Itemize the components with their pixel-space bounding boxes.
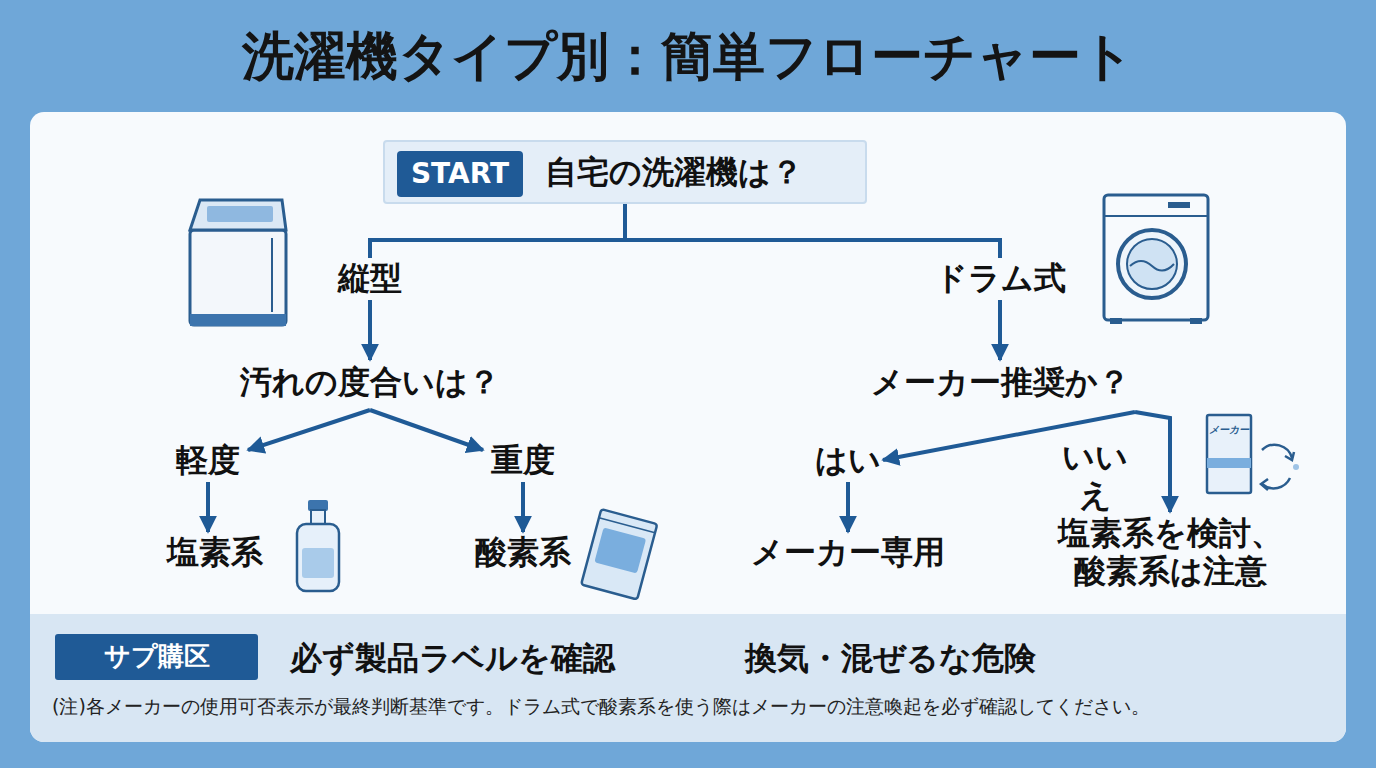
node-text: メーカー推奨か？ xyxy=(871,363,1130,401)
washer-foot xyxy=(1110,318,1122,324)
control-panel xyxy=(1168,202,1190,208)
node-text: サプ購区 xyxy=(104,641,210,672)
product-box xyxy=(1207,415,1251,493)
maker-product-icon xyxy=(1207,415,1299,493)
start-badge: START xyxy=(397,151,523,197)
branch-line xyxy=(625,204,1000,258)
node-text: 酸素系 xyxy=(475,533,571,571)
result-label: 酸素系 xyxy=(463,532,583,572)
start-box: 自宅の洗濯機は？ START xyxy=(383,140,867,204)
node-text: 重度 xyxy=(491,441,555,479)
result-label: 塩素系 xyxy=(155,532,275,572)
node-text: ドラム式 xyxy=(935,259,1066,297)
flow-arrow xyxy=(206,482,210,532)
content-panel xyxy=(30,112,1346,742)
flow-arrow xyxy=(368,300,372,360)
flow-arrow xyxy=(1135,412,1170,512)
sparkle-dot xyxy=(1293,464,1299,470)
bag-label xyxy=(594,527,646,573)
flow-arrow xyxy=(846,482,850,532)
footnote: (注)各メーカーの使用可否表示が最終判断基準です。ドラム式で酸素系を使う際はメー… xyxy=(52,695,1342,718)
drum-washer-icon xyxy=(1104,195,1208,324)
top-loader-icon xyxy=(190,200,286,326)
cycle-arrowhead xyxy=(1285,452,1294,460)
branch-line xyxy=(370,204,625,258)
bottle-body xyxy=(297,524,339,591)
chart-title: 洗濯機タイプ別：簡単フローチャート xyxy=(0,22,1376,92)
bleach-bottle-icon xyxy=(297,500,339,591)
powder-bag-icon xyxy=(581,509,657,599)
node-text: 塩素系を検討、 酸素系は注意 xyxy=(1045,514,1295,591)
node-text: 縦型 xyxy=(338,259,402,297)
notice-band: 必ず製品ラベルを確認 換気・混ぜるな危険 サプ購区 xyxy=(30,614,1346,742)
product-label: メーカー xyxy=(1209,424,1249,436)
water-wave xyxy=(1130,261,1174,271)
answer-label: 重度 xyxy=(483,440,563,480)
node-text: 汚れの度合いは？ xyxy=(240,363,500,401)
washer-body xyxy=(1104,195,1208,320)
flow-arrow xyxy=(998,300,1002,360)
washer-base xyxy=(190,314,286,326)
flow-arrow xyxy=(883,412,1135,460)
decision-question: メーカー推奨か？ xyxy=(855,360,1145,404)
washer-edge xyxy=(271,238,273,312)
lid-window xyxy=(207,206,273,222)
notice-badge: サプ購区 xyxy=(55,634,258,680)
node-text: 軽度 xyxy=(176,441,240,479)
drum-window xyxy=(1127,239,1177,289)
box-stripe xyxy=(1207,458,1251,468)
answer-label: 軽度 xyxy=(168,440,248,480)
cycle-arrowhead xyxy=(1261,479,1268,490)
panel-line xyxy=(1104,215,1208,217)
node-text: はい xyxy=(815,441,881,479)
flow-arrow xyxy=(521,482,525,532)
answer-label: いいえ xyxy=(1050,438,1140,515)
washer-lid xyxy=(190,200,286,230)
bag-seal xyxy=(599,518,655,533)
bag-body xyxy=(581,509,657,599)
node-text: START xyxy=(411,157,509,191)
washer-body xyxy=(190,230,286,325)
node-text: メーカー専用 xyxy=(751,533,945,571)
node-text: 必ず製品ラベルを確認 xyxy=(290,639,615,677)
bottle-label xyxy=(302,548,334,578)
result-label: 塩素系を検討、 酸素系は注意 xyxy=(1045,512,1295,592)
decision-question: 汚れの度合いは？ xyxy=(220,360,520,404)
node-text: 自宅の洗濯機は？ xyxy=(545,153,803,191)
flow-arrow xyxy=(370,410,483,450)
branch-label: ドラム式 xyxy=(920,258,1080,298)
flow-arrow xyxy=(248,410,370,450)
drum-door xyxy=(1118,230,1186,298)
answer-label: はい xyxy=(813,440,883,480)
node-text: 換気・混ぜるな危険 xyxy=(745,639,1036,677)
node-text: 塩素系 xyxy=(167,533,263,571)
branch-label: 縦型 xyxy=(325,258,415,298)
result-label: メーカー専用 xyxy=(738,532,958,572)
washer-foot xyxy=(1190,318,1202,324)
